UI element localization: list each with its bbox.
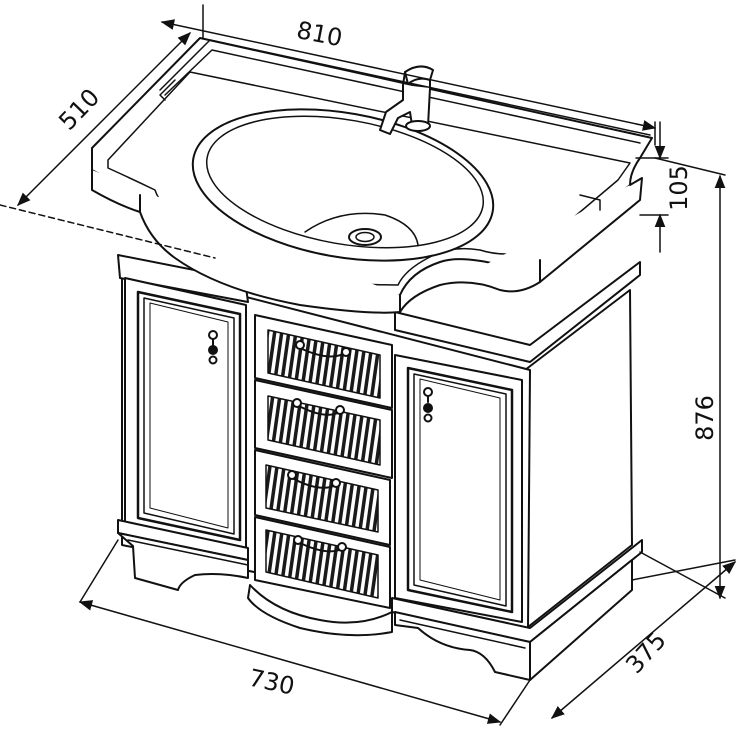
dim-line-510 — [17, 32, 191, 206]
right-door-handle-icon — [423, 387, 433, 423]
drawer-1 — [254, 314, 393, 409]
drawer-stack — [247, 314, 393, 637]
dim-line-375 — [550, 561, 737, 719]
dim-line-810 — [160, 19, 657, 131]
dim-label-730: 730 — [246, 664, 297, 701]
dim-label-375: 375 — [620, 626, 671, 679]
drawer-2 — [254, 379, 393, 479]
right-door — [394, 354, 523, 623]
dim-label-105: 105 — [665, 165, 693, 211]
dim-line-730 — [78, 600, 502, 724]
dim-label-510: 510 — [53, 83, 105, 135]
left-door — [124, 277, 247, 551]
left-door-handle-icon — [208, 330, 218, 365]
drawer-3 — [254, 449, 391, 546]
dim-label-810: 810 — [294, 16, 344, 52]
dim-label-876: 876 — [691, 395, 719, 441]
dimension-lines — [0, 4, 737, 726]
drain-icon — [348, 228, 382, 246]
drawer-4 — [254, 516, 391, 609]
